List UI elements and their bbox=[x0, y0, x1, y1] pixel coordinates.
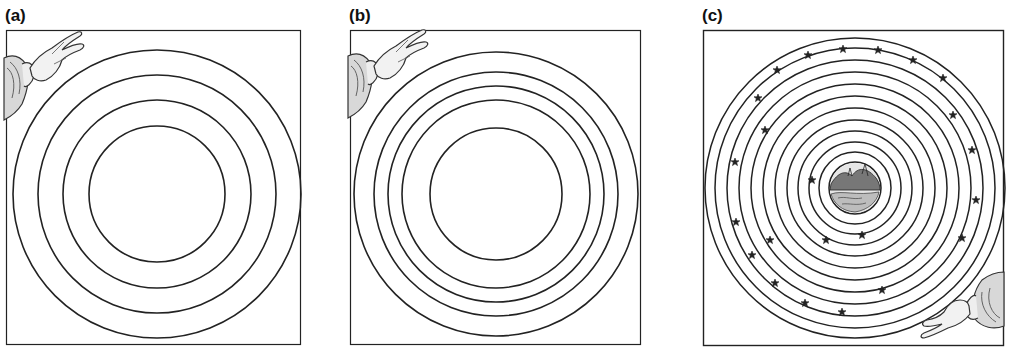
frame bbox=[351, 31, 641, 345]
hand-of-god bbox=[348, 30, 428, 118]
hand-of-god bbox=[4, 32, 84, 120]
sphere-circles bbox=[354, 52, 638, 336]
sphere-circles bbox=[705, 38, 1005, 338]
earth-landscape bbox=[830, 163, 880, 213]
panel-c bbox=[704, 31, 1006, 346]
sphere-circles bbox=[13, 50, 301, 338]
stars bbox=[731, 45, 980, 316]
frame bbox=[704, 31, 1004, 346]
panel-label: (a) bbox=[5, 7, 26, 24]
panel-b bbox=[348, 30, 641, 345]
hand-of-god bbox=[921, 272, 1004, 338]
panel-label: (b) bbox=[349, 7, 371, 24]
panel-a bbox=[4, 31, 301, 345]
panel-label: (c) bbox=[702, 7, 723, 24]
